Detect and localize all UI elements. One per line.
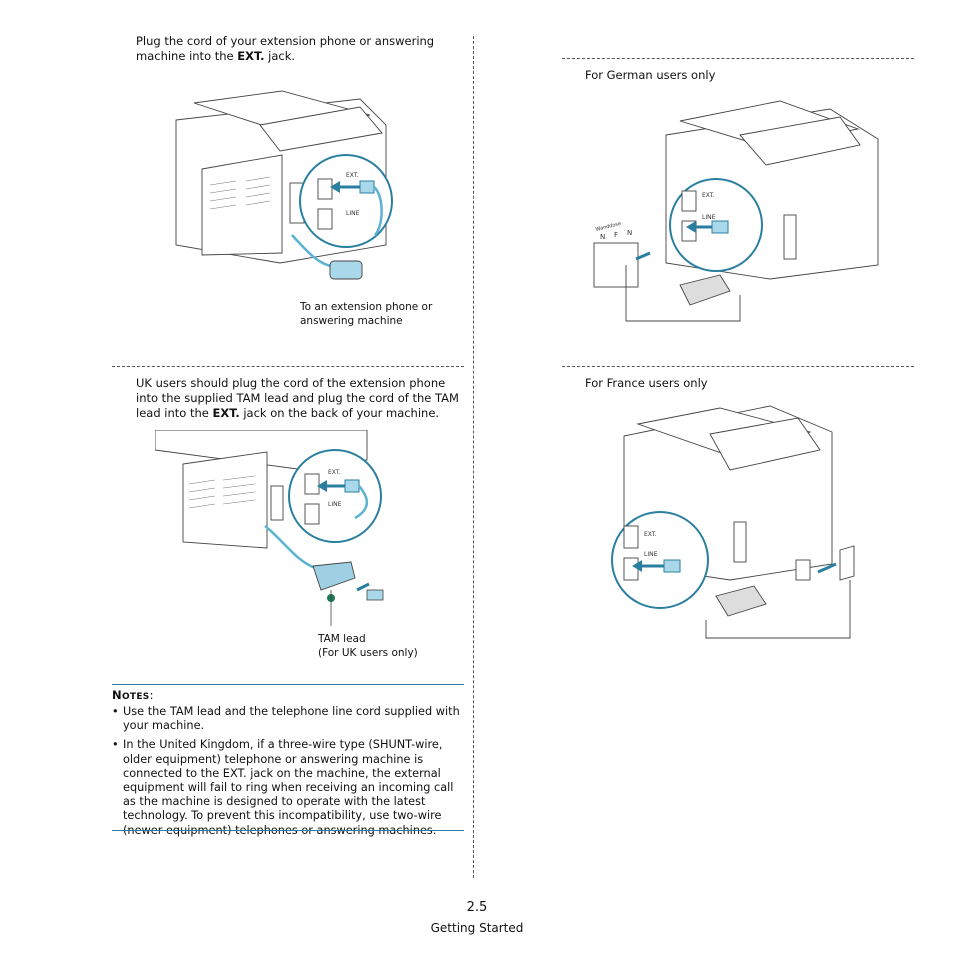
section-divider-right-1: [562, 58, 914, 59]
german-connection-illustration: EXT. LINE Wanddose N F N: [593, 100, 879, 322]
step1-caption: To an extension phone or answering machi…: [300, 301, 433, 327]
german-label: For German users only: [585, 68, 716, 82]
note-item: Use the TAM lead and the telephone line …: [112, 705, 462, 733]
ext-jack-bold: EXT.: [237, 49, 265, 63]
svg-text:LINE: LINE: [328, 501, 342, 508]
notes-heading: NOTES:: [112, 688, 154, 702]
notes-top-rule: [112, 684, 464, 685]
svg-text:LINE: LINE: [346, 210, 360, 217]
telephone-icon-2: [715, 585, 767, 617]
french-plug: [795, 559, 811, 581]
page-number: 2.5: [466, 900, 488, 915]
svg-text:EXT.: EXT.: [702, 192, 715, 199]
note-item: In the United Kingdom, if a three-wire t…: [112, 738, 462, 837]
zoom-circle-2: [288, 449, 382, 543]
france-connection-illustration: EXT. LINE: [611, 405, 855, 639]
svg-text:EXT.: EXT.: [328, 469, 341, 476]
telephone-icon: [679, 274, 731, 306]
step1-instruction: Plug the cord of your extension phone or…: [136, 34, 435, 63]
svg-text:N: N: [627, 229, 632, 237]
wall-socket-france: [839, 545, 855, 581]
svg-text:EXT.: EXT.: [346, 172, 359, 179]
section-divider-right-2: [562, 366, 914, 367]
chapter-title: Getting Started: [430, 921, 524, 935]
svg-text:EXT.: EXT.: [644, 531, 657, 538]
svg-text:LINE: LINE: [644, 551, 658, 558]
zoom-circle: [299, 154, 393, 248]
notes-list: Use the TAM lead and the telephone line …: [112, 705, 462, 843]
svg-text:F: F: [614, 231, 618, 239]
extension-phone-illustration: EXT. LINE: [175, 90, 393, 280]
tam-lead-box: [312, 561, 356, 591]
notes-bottom-rule: [112, 830, 464, 831]
ext-jack-bold-2: EXT.: [212, 406, 240, 420]
step2-caption: TAM lead (For UK users only): [318, 633, 418, 659]
extension-phone-icon: [329, 260, 363, 280]
france-label: For France users only: [585, 376, 708, 390]
tam-lead-illustration: EXT. LINE: [155, 430, 384, 626]
svg-text:N: N: [600, 233, 605, 241]
column-divider: [473, 36, 474, 878]
tam-cable: [264, 525, 316, 570]
svg-text:LINE: LINE: [702, 214, 716, 221]
wall-socket: [593, 242, 639, 288]
section-divider-left-1: [112, 366, 464, 367]
step2-instruction: UK users should plug the cord of the ext…: [136, 376, 459, 420]
